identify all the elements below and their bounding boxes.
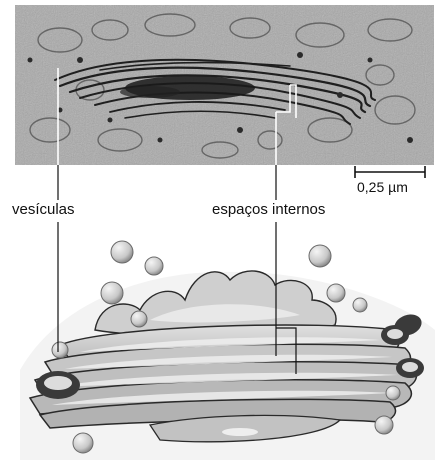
vesicles-label: vesículas: [12, 201, 75, 219]
internal-spaces-label: espaços internos: [212, 201, 325, 219]
scale-bar-label: 0,25 µm: [357, 178, 408, 196]
golgi-drawing: [20, 241, 435, 460]
scale-bar: [355, 166, 425, 178]
electron-micrograph: [15, 5, 434, 178]
